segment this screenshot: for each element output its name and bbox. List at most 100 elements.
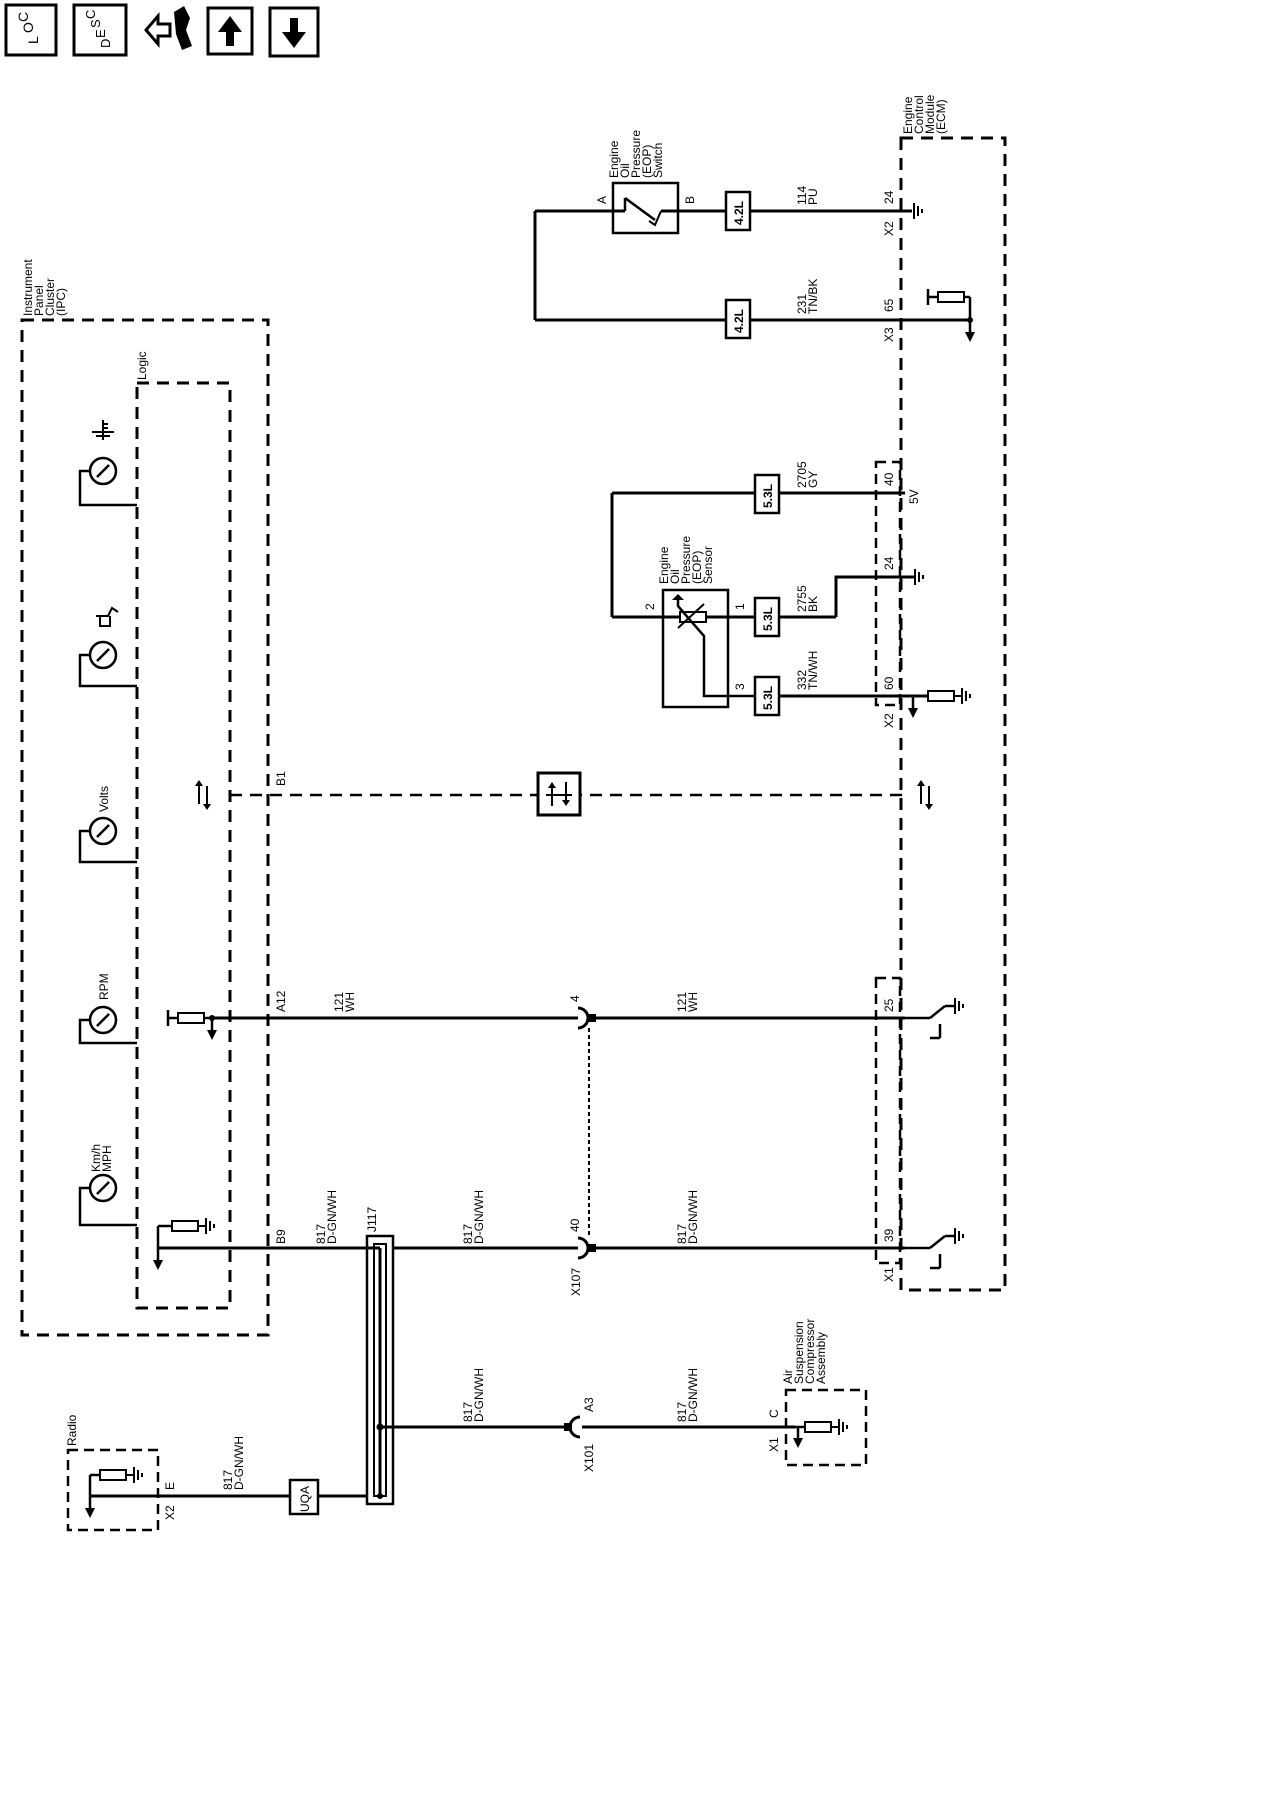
svg-text:TN/WH: TN/WH [806,651,820,690]
wire-114-label: 114 PU [795,186,820,205]
radio-boundary [66,1448,160,1532]
wire-817-label-x101: 817 D-GN/WH [461,1368,486,1422]
wire-817-label-ipc: 817 D-GN/WH [314,1190,339,1244]
svg-text:5.3L: 5.3L [761,686,775,710]
tag-53l-332: 5.3L [753,675,781,717]
svg-text:Pressure: Pressure [629,130,643,178]
wire-817-label-air: 817 D-GN/WH [675,1368,700,1422]
uqa-option-box: UQA [288,1478,320,1516]
pin-switch-a: A [595,196,609,204]
system-overview-icon[interactable] [144,6,192,50]
svg-text:5.3L: 5.3L [761,484,775,508]
pin-ecm-39: 39 [882,1228,896,1242]
tachometer-gauge-icon [78,1005,137,1045]
ecm-module-boundary [899,136,1007,1292]
wire-121-label-ipc: 121 WH [332,992,357,1012]
svg-text:332: 332 [795,670,809,690]
arrow-down-icon [282,18,306,48]
logic-block-label: Logic [135,351,149,380]
tachometer-label: RPM [97,973,111,1000]
j117-label: J117 [365,1207,379,1232]
ecm-rpm-output-circuit [905,997,964,1040]
air-suspension-label: Air Suspension Compressor Assembly [781,1319,828,1384]
x107-connector [577,1006,596,1260]
desc-button[interactable]: D E S C [72,3,128,57]
x2-radio-label: X2 [163,1505,177,1520]
svg-text:817: 817 [314,1224,328,1244]
wire-817-label-mid: 817 D-GN/WH [461,1190,486,1244]
wire-817-label-radio: 817 D-GN/WH [221,1436,246,1490]
page-up-button[interactable] [206,6,254,56]
svg-text:4.2L: 4.2L [732,201,746,225]
svg-text:WH: WH [686,992,700,1012]
svg-text:Switch: Switch [651,143,665,178]
air-suspension-boundary [784,1388,868,1467]
page-down-button[interactable] [268,6,320,58]
svg-text:D-GN/WH: D-GN/WH [472,1368,486,1422]
svg-text:Instrument: Instrument [21,259,35,316]
eop-switch-label: Engine Oil Pressure (EOP) Switch [607,130,665,178]
svg-text:Cluster: Cluster [43,278,57,316]
wire-817-label-ecm: 817 D-GN/WH [675,1190,700,1244]
tag-42l-231: 4.2L [724,298,752,340]
svg-text:Logic: Logic [135,351,149,380]
svg-text:UQA: UQA [298,1486,312,1512]
svg-text:D-GN/WH: D-GN/WH [472,1190,486,1244]
speedometer-gauge-icon [78,1173,137,1227]
pin-radio-e: E [163,1482,177,1490]
pin-ipc-b9: B9 [274,1229,288,1244]
svg-text:231: 231 [795,294,809,314]
pin-x101-a3: A3 [582,1397,596,1412]
svg-text:817: 817 [675,1402,689,1422]
svg-text:114: 114 [795,186,809,205]
ecm-vss-output-circuit [905,1227,964,1270]
x101-connector [564,1415,581,1439]
svg-text:E: E [93,29,108,38]
pin-ecm-65: 65 [882,298,896,312]
pin-ipc-b1: B1 [274,771,288,786]
svg-text:(ECM): (ECM) [934,99,948,134]
ipc-a12-pullup [166,1010,217,1040]
svg-text:D-GN/WH: D-GN/WH [232,1436,246,1490]
loc-button[interactable]: L O C [4,3,58,57]
svg-text:PU: PU [806,188,820,205]
svg-text:Oil: Oil [668,569,682,584]
svg-text:Air: Air [781,1369,795,1384]
ipc-b9-pulldown [153,1217,360,1270]
voltmeter-gauge-icon [78,816,137,864]
pin-x107-4: 4 [568,995,582,1002]
svg-text:(IPC): (IPC) [54,288,68,316]
x1-label: X1 [882,1267,896,1282]
arrow-up-icon [218,16,242,46]
svg-text:GY: GY [806,471,820,488]
svg-text:Volts: Volts [97,786,111,812]
svg-text:L: L [25,36,41,44]
ipc-module-boundary [20,318,270,1337]
svg-text:2705: 2705 [795,461,809,488]
x101-label: X101 [582,1444,596,1472]
wire-332-label: 332 TN/WH [795,651,820,690]
eop-sensor-label: Engine Oil Pressure (EOP) Sensor [657,536,715,584]
ecm-module-label: Engine Control Module (ECM) [901,94,948,134]
svg-text:Engine: Engine [901,96,915,134]
pin-ecm-60: 60 [882,676,896,690]
x1-air-label: X1 [767,1437,781,1452]
x3-label: X3 [882,327,896,342]
ecm-x2-connector-outline [874,460,902,707]
logic-block-boundary [135,381,232,1310]
svg-text:817: 817 [675,1224,689,1244]
svg-text:5.3L: 5.3L [761,607,775,631]
tag-53l-2755: 5.3L [753,596,781,638]
tag-42l-114: 4.2L [724,190,752,232]
svg-text:Module: Module [923,94,937,134]
pin-sensor-3: 3 [733,683,747,690]
svg-text:121: 121 [675,992,689,1012]
svg-text:D-GN/WH: D-GN/WH [325,1190,339,1244]
svg-text:C: C [15,12,31,22]
svg-text:Compressor: Compressor [803,1319,817,1384]
ipc-serial-data-icon [195,780,211,810]
svg-text:D-GN/WH: D-GN/WH [686,1190,700,1244]
air-suspension-input-circuit [793,1418,848,1448]
ipc-module-label: Instrument Panel Cluster (IPC) [21,259,68,316]
